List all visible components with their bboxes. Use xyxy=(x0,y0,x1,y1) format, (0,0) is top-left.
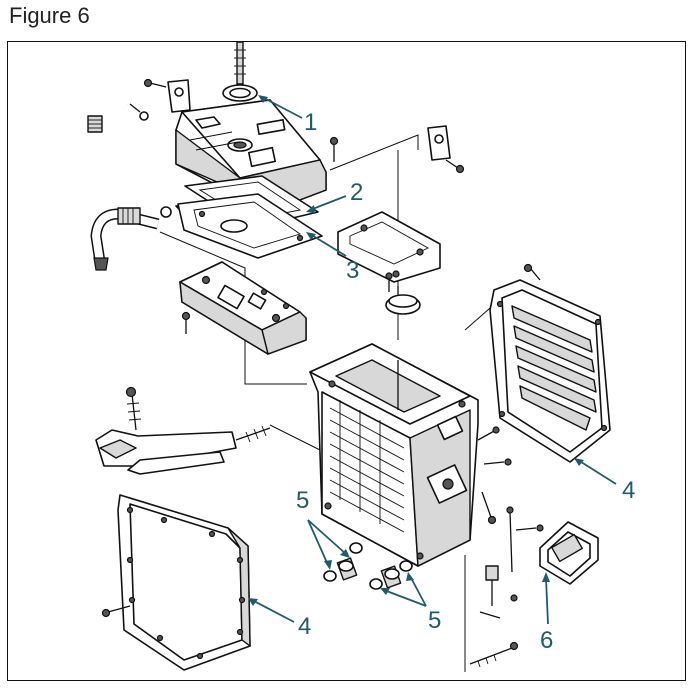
callout-6: 6 xyxy=(540,627,553,654)
callout-1: 1 xyxy=(304,109,317,136)
callout-5a: 5 xyxy=(296,487,309,514)
valve-body-housing xyxy=(179,261,307,355)
callout-4b: 4 xyxy=(298,613,311,640)
gasket-3 xyxy=(177,193,323,259)
callout-labels: 1 2 3 4 4 5 5 6 xyxy=(296,109,635,654)
cover-gasket-plate xyxy=(337,211,441,292)
side-cover-right xyxy=(489,263,611,463)
cover-ribs xyxy=(511,305,597,431)
callout-2: 2 xyxy=(350,179,363,206)
breather-hose-upper xyxy=(87,92,149,156)
o-ring-set-upper xyxy=(323,542,363,582)
callout-3: 3 xyxy=(346,257,359,284)
callout-4a: 4 xyxy=(622,477,635,504)
figure-title: Figure 6 xyxy=(9,3,90,28)
valve-cover-assembly xyxy=(143,41,465,213)
transmission-case xyxy=(309,343,512,567)
side-cover-left xyxy=(101,494,251,671)
o-ring-set-lower xyxy=(369,560,413,590)
shift-lever xyxy=(95,386,271,475)
sensor-disk xyxy=(385,286,421,315)
callout-5b: 5 xyxy=(428,607,441,634)
figure-frame xyxy=(7,41,686,681)
callout-leaders xyxy=(248,95,617,625)
lower-bolts xyxy=(469,491,519,668)
breather-hose-lower xyxy=(90,203,191,271)
access-cover-6 xyxy=(506,506,599,585)
